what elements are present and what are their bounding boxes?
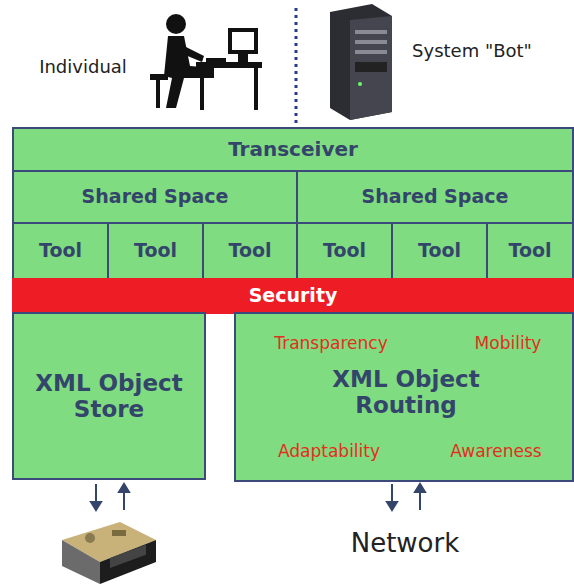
actor-label: Individual (22, 56, 144, 77)
tool-box: Tool (12, 222, 109, 280)
tool-box: Tool (391, 222, 488, 280)
divider-line (295, 8, 298, 124)
box-label: Tool (418, 240, 461, 262)
security-band: Security (12, 278, 574, 314)
store-box: XML Object Store (12, 312, 206, 480)
routing-box: Transparency MobilityXML Object RoutingAd… (234, 312, 574, 482)
shared-space-box: Shared Space (12, 170, 298, 224)
disk-drive-icon (62, 522, 156, 584)
property-label: Transparency (246, 334, 416, 354)
box-title: XML Object Routing (296, 366, 516, 419)
box-label: Tool (134, 240, 177, 262)
tool-box: Tool (202, 222, 298, 280)
box-label: XML Object Store (24, 370, 194, 423)
tool-box: Tool (296, 222, 393, 280)
box-label: Shared Space (82, 186, 229, 208)
box-label: Tool (39, 240, 82, 262)
network-label: Network (330, 528, 480, 558)
server-icon (330, 4, 392, 120)
box-label: Shared Space (362, 186, 509, 208)
box-label: Tool (323, 240, 366, 262)
person-icon (150, 14, 262, 110)
box-label: Transceiver (228, 138, 358, 161)
property-label: Adaptability (244, 442, 414, 462)
actor-label: System "Bot" (412, 40, 532, 61)
tool-box: Tool (107, 222, 204, 280)
io-arrows (91, 484, 425, 510)
transceiver-band: Transceiver (12, 127, 574, 172)
property-label: Mobility (448, 334, 568, 354)
tool-box: Tool (486, 222, 574, 280)
box-label: Tool (508, 240, 551, 262)
shared-space-box: Shared Space (296, 170, 574, 224)
box-label: Security (249, 285, 338, 307)
box-label: Tool (228, 240, 271, 262)
property-label: Awareness (422, 442, 570, 462)
